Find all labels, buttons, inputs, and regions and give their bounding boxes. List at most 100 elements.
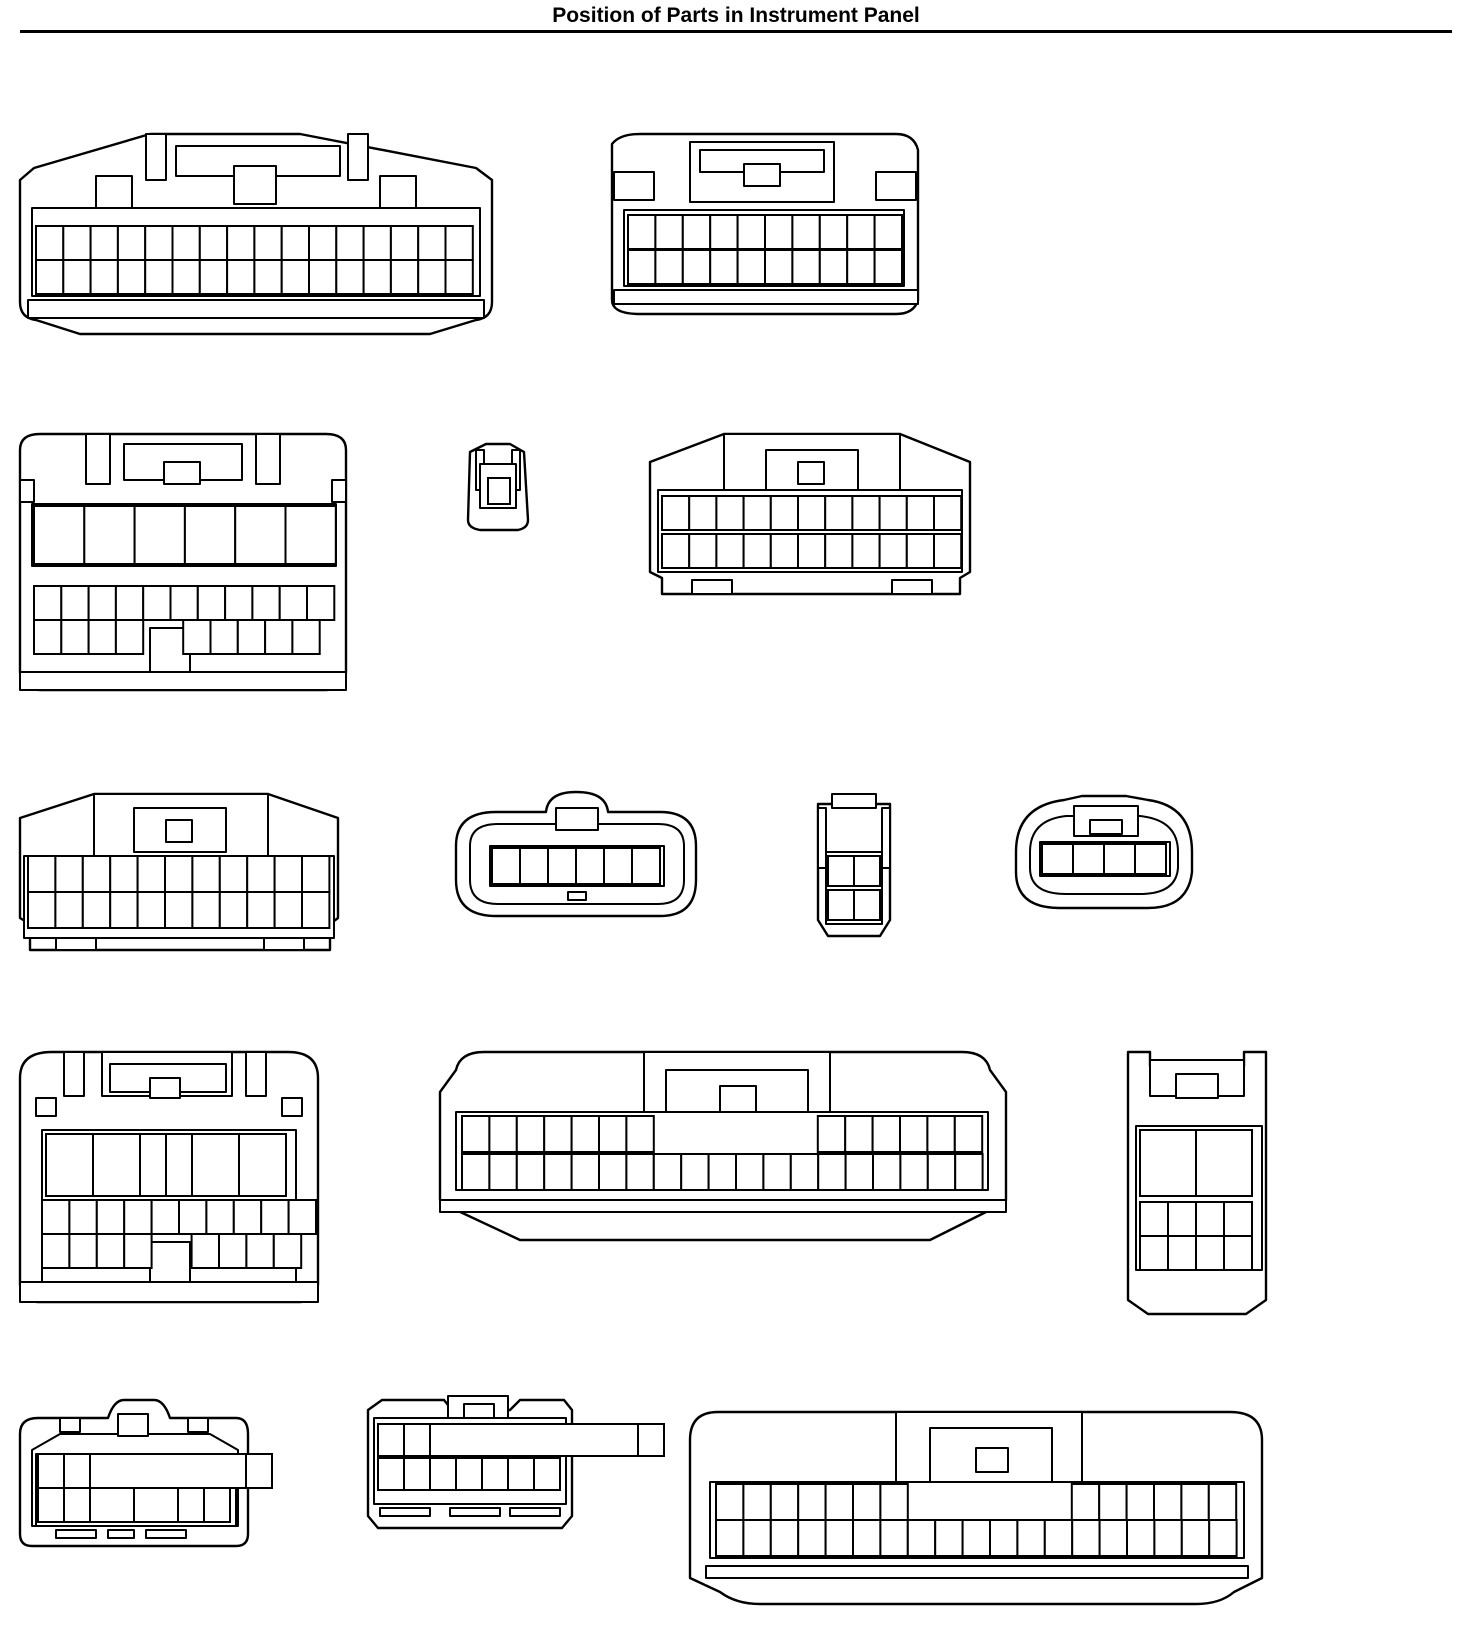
pin-cell	[308, 225, 338, 261]
pin-cell	[1167, 1201, 1197, 1237]
pin-cell	[335, 225, 365, 261]
pin-cell	[1153, 1519, 1183, 1557]
pin-cell	[872, 1153, 902, 1191]
pin-cell	[1223, 1201, 1253, 1237]
connector-part	[19, 1281, 319, 1303]
pin-cell	[827, 855, 855, 887]
connector-part	[817, 807, 827, 869]
pin-cell	[95, 1199, 126, 1235]
pin-cell	[519, 847, 549, 885]
pin-cell	[818, 214, 849, 250]
pin-cell	[144, 259, 174, 295]
pin-cell	[905, 495, 935, 531]
pin-cell	[797, 495, 827, 531]
connector-part	[19, 479, 35, 503]
pin-cell	[789, 1153, 820, 1191]
pin-cell	[116, 225, 147, 261]
pin-cell	[871, 1115, 901, 1153]
pin-cell	[60, 619, 90, 655]
pin-cell	[89, 225, 119, 261]
pin-cell	[429, 1423, 639, 1457]
pin-cell	[444, 259, 474, 295]
pin-cell	[284, 505, 337, 565]
pin-cell	[133, 1487, 179, 1523]
connector-part	[347, 133, 369, 181]
pin-cell	[631, 847, 661, 885]
connector-part	[831, 793, 877, 809]
pin-cell	[851, 495, 881, 531]
pin-cell	[253, 225, 283, 261]
pin-cell	[87, 619, 117, 655]
pin-cell	[491, 847, 521, 885]
pin-cell	[515, 1115, 546, 1153]
pin-cell	[81, 855, 112, 893]
pin-cell	[114, 585, 145, 621]
pin-cell	[515, 1153, 546, 1191]
connector-part	[891, 579, 933, 595]
connector-part	[95, 175, 133, 213]
connector-part	[379, 1507, 431, 1517]
pin-cell	[68, 1233, 98, 1269]
pin-cell	[301, 855, 331, 893]
pin-cell	[824, 495, 854, 531]
pin-cell	[570, 1115, 600, 1153]
pin-cell	[226, 259, 256, 295]
pin-cell	[260, 1199, 290, 1235]
pin-cell	[37, 1487, 65, 1523]
pin-cell	[461, 1153, 491, 1191]
pin-cell	[797, 533, 827, 569]
pin-cell	[735, 1153, 765, 1191]
pin-cell	[680, 1153, 710, 1191]
pin-cell	[953, 1115, 984, 1153]
pin-cell	[272, 1233, 303, 1269]
connector-part	[613, 289, 919, 305]
pin-cell	[481, 1457, 509, 1491]
pin-cell	[60, 585, 90, 621]
pin-cell	[905, 533, 935, 569]
pin-cell	[627, 249, 657, 285]
pin-cell	[54, 891, 84, 929]
pin-cell	[637, 1423, 665, 1457]
pin-cell	[182, 619, 212, 655]
pin-cell	[879, 1483, 909, 1521]
pin-cell	[209, 619, 239, 655]
pin-cell	[190, 1233, 221, 1269]
pin-cell	[136, 855, 167, 893]
pin-cell	[171, 225, 201, 261]
pin-cell	[89, 259, 119, 295]
pin-cell	[377, 1423, 405, 1457]
connector-part	[555, 807, 599, 831]
connector-part	[165, 819, 193, 843]
pin-cell	[570, 1153, 600, 1191]
pin-cell	[873, 249, 903, 285]
pin-cell	[150, 1199, 181, 1235]
pin-cell	[335, 259, 365, 295]
pin-cell	[1195, 1235, 1225, 1271]
pin-cell	[139, 1133, 167, 1197]
pin-cell	[33, 619, 63, 655]
pin-cell	[245, 1233, 275, 1269]
connector-part	[705, 1565, 1249, 1579]
pin-cell	[109, 891, 139, 929]
pin-cell	[764, 214, 794, 250]
pin-cell	[232, 1199, 263, 1235]
pin-cell	[818, 249, 849, 285]
connector-part	[55, 937, 97, 951]
pin-cell	[455, 1457, 483, 1491]
pin-cell	[878, 533, 908, 569]
pin-cell	[301, 891, 331, 929]
pin-cell	[853, 855, 881, 887]
connector-part	[875, 171, 917, 201]
pin-cell	[165, 1133, 193, 1197]
pin-cell	[251, 585, 281, 621]
pin-cell	[933, 533, 963, 569]
pin-cell	[791, 214, 821, 250]
pin-cell	[63, 1487, 91, 1523]
connector-part	[379, 175, 417, 213]
pin-cell	[253, 259, 283, 295]
pin-cell	[769, 1483, 800, 1521]
pin-cell	[878, 495, 908, 531]
pin-cell	[654, 214, 684, 250]
pin-cell	[191, 891, 221, 929]
pin-cell	[54, 855, 84, 893]
